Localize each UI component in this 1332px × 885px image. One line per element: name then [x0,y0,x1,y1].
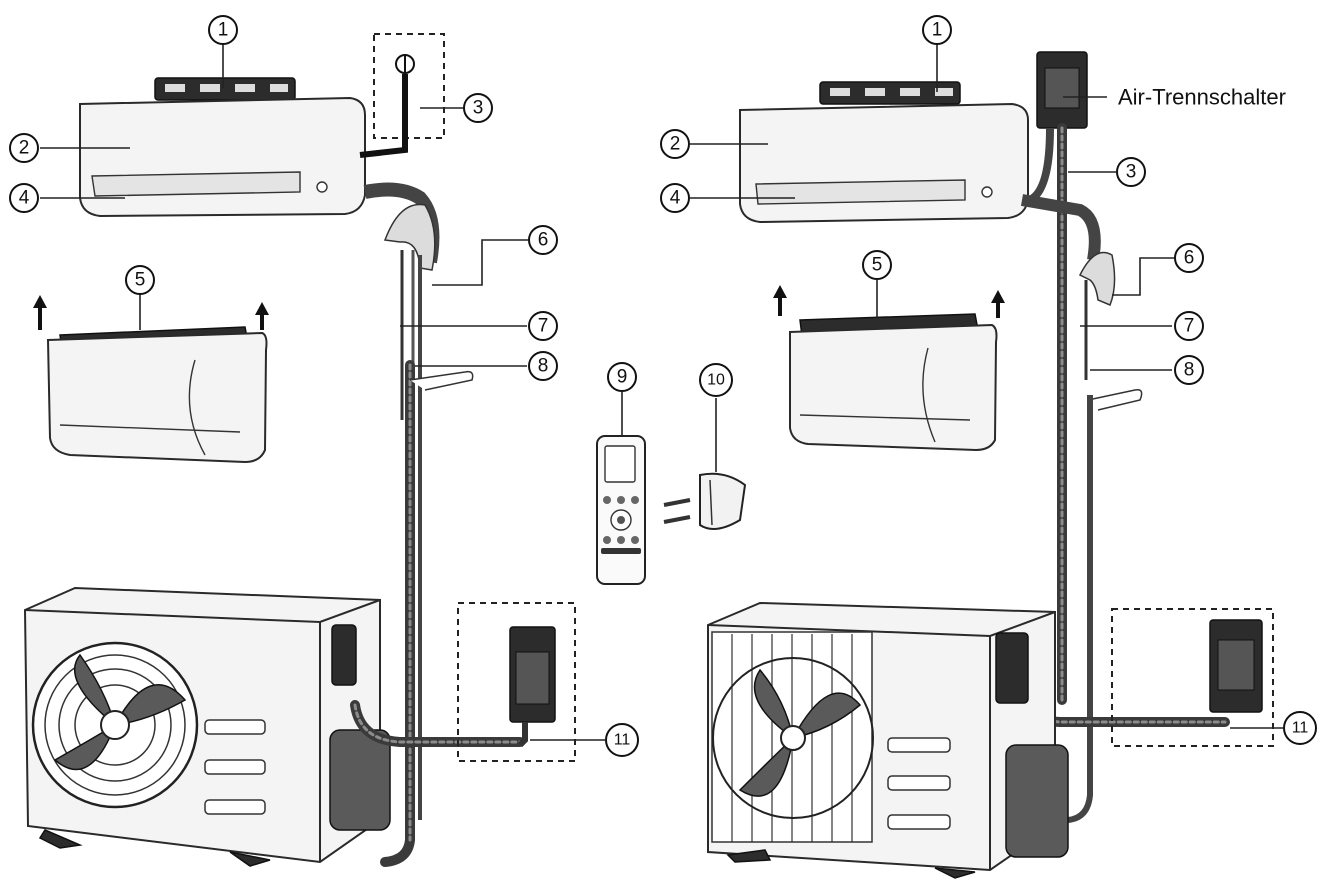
outdoor-unit-right [707,601,1069,879]
svg-text:1: 1 [218,20,229,41]
pipe-bundle-left [363,182,474,867]
left-system: 1 2 3 4 5 6 7 8 9 10 11 [9,15,747,867]
svg-text:6: 6 [1184,248,1195,269]
indoor-unit-panel-right [773,285,1005,452]
callout-11-left: 11 [605,723,639,757]
mounting-plate-left [154,77,296,101]
svg-text:7: 7 [1184,316,1195,337]
callouts-left: 1 2 3 4 5 6 7 8 9 10 11 [9,15,733,757]
indoor-unit-right [739,102,1029,224]
svg-text:1: 1 [932,20,943,41]
callout-6-right: 6 [1174,243,1204,273]
power-cord-left [359,33,445,158]
callout-9: 9 [607,362,637,392]
callout-7-right: 7 [1174,311,1204,341]
remote-control [596,435,646,585]
leader-lines-left [40,44,717,741]
mounting-plate-right [819,81,961,105]
callout-1-left: 1 [208,15,238,45]
callout-10: 10 [699,363,733,397]
svg-text:2: 2 [670,134,681,155]
svg-text:4: 4 [670,188,681,209]
svg-text:3: 3 [473,98,484,119]
right-system: Air-Trennschalter [660,15,1317,879]
callout-1-right: 1 [922,15,952,45]
circuit-breaker-left [457,602,576,762]
svg-text:6: 6 [538,230,549,251]
svg-text:11: 11 [614,732,631,749]
callout-7-left: 7 [528,311,558,341]
callouts-right: 1 2 3 4 5 6 7 8 11 [660,15,1317,745]
svg-text:2: 2 [19,138,30,159]
svg-text:7: 7 [538,316,549,337]
callout-3-right: 3 [1116,157,1146,187]
svg-text:9: 9 [617,367,628,388]
callout-11-right: 11 [1283,711,1317,745]
svg-text:8: 8 [1184,360,1195,381]
leader-lines-right [690,44,1283,729]
callout-5-left: 5 [125,265,155,295]
disconnect-switch: Air-Trennschalter [1036,51,1286,129]
callout-5-right: 5 [862,250,892,280]
circuit-breaker-right [1111,608,1274,747]
callout-8-left: 8 [528,351,558,381]
callout-4-left: 4 [9,183,39,213]
breaker-label: Air-Trennschalter [1118,85,1286,110]
svg-text:10: 10 [707,372,725,389]
svg-text:5: 5 [135,270,146,291]
svg-text:11: 11 [1292,720,1309,737]
svg-text:3: 3 [1126,162,1137,183]
outdoor-unit-left [23,586,525,867]
indoor-unit-panel-left [33,295,269,464]
callout-3-left: 3 [463,93,493,123]
callout-8-right: 8 [1174,355,1204,385]
indoor-unit-left [79,96,366,218]
svg-text:8: 8 [538,356,549,377]
callout-6-left: 6 [528,225,558,255]
callout-2-right: 2 [660,129,690,159]
remote-holder [663,472,747,530]
svg-text:5: 5 [872,255,883,276]
callout-2-left: 2 [9,133,39,163]
callout-4-right: 4 [660,183,690,213]
svg-text:4: 4 [19,188,30,209]
